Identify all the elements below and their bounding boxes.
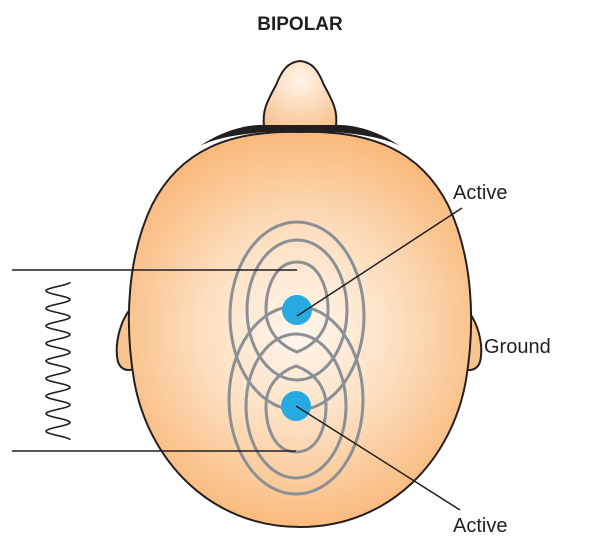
- leader-line-active-bottom: [295, 405, 461, 511]
- hair-band: [200, 124, 400, 146]
- label-active-bottom: Active: [453, 515, 507, 537]
- head: [127, 130, 473, 529]
- label-active-top: Active: [453, 182, 507, 204]
- nose: [262, 59, 338, 127]
- leader-line-active-top: [296, 207, 463, 317]
- contour-top-middle: [245, 238, 349, 382]
- contour-top-inner: [264, 260, 330, 354]
- active-electrode-top: [282, 295, 312, 325]
- diagram-title: BIPOLAR: [257, 14, 343, 35]
- contour-bottom-inner: [264, 364, 328, 454]
- label-ground: Ground: [484, 336, 551, 358]
- contour-bottom-middle: [244, 332, 348, 480]
- eeg-waveform: [45, 281, 71, 441]
